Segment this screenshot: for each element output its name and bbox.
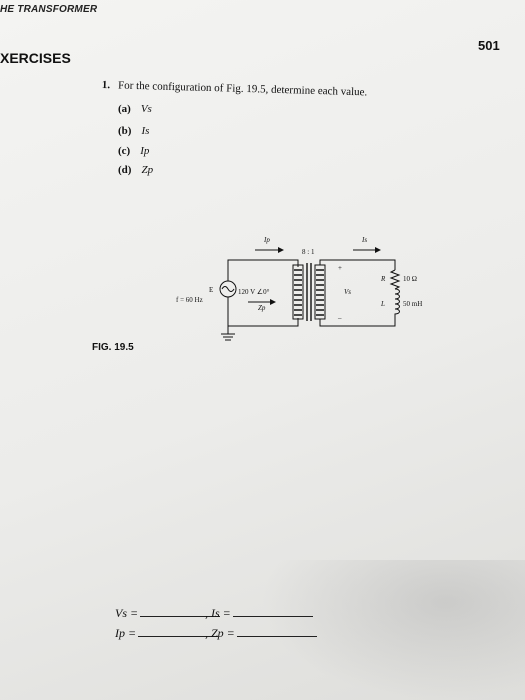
primary-winding-turns (294, 269, 302, 316)
primary-bottom-wire (227, 297, 299, 327)
answer-zp-blank[interactable] (236, 626, 317, 637)
exercise-prompt: 1. For the configuration of Fig. 19.5, de… (102, 79, 368, 98)
section-title: XERCISES (0, 50, 71, 66)
primary-impedance-label: Zp (258, 304, 266, 312)
resistor-label: R (380, 275, 386, 283)
primary-top-wire (227, 259, 299, 281)
exercise-text: For the configuration of Fig. 19.5, dete… (117, 79, 368, 99)
part-tag: (a) (118, 103, 131, 115)
part-d: (d) Zp (118, 164, 153, 176)
inductor-label: L (380, 300, 385, 308)
arrowhead-icon (270, 299, 276, 305)
sine-icon (221, 286, 235, 292)
part-var: Ip (140, 145, 150, 157)
arrowhead-icon (375, 247, 381, 253)
resistor-symbol (389, 269, 401, 290)
inductor-symbol (394, 288, 400, 316)
answer-is-label: , Is = (205, 606, 231, 620)
answer-is-blank[interactable] (232, 606, 313, 617)
exercise-number: 1. (101, 79, 111, 92)
source-label: E (209, 286, 213, 294)
page-number: 501 (478, 38, 500, 53)
figure-caption: FIG. 19.5 (92, 342, 134, 353)
part-tag: (d) (118, 164, 132, 176)
source-value: 120 V ∠0° (238, 288, 270, 296)
part-a: (a) Vs (118, 103, 152, 115)
secondary-coil (314, 264, 326, 320)
minus-sign: – (337, 314, 342, 322)
inductor-value: 50 mH (403, 300, 422, 308)
page-shadow (260, 560, 525, 700)
part-tag: (c) (118, 145, 131, 157)
secondary-voltage-label: Vs (344, 288, 351, 296)
answer-zp: , Zp = (205, 626, 317, 641)
answer-zp-label: , Zp = (205, 626, 235, 640)
part-var: Vs (140, 103, 152, 115)
secondary-winding-turns (316, 269, 324, 316)
answer-vs: Vs = (115, 606, 221, 621)
plus-sign: + (338, 264, 342, 272)
primary-current-label: Ip (263, 236, 270, 244)
secondary-bottom-wire (319, 316, 396, 327)
answer-vs-label: Vs = (115, 606, 139, 620)
chapter-title: HE TRANSFORMER (0, 4, 98, 15)
part-var: Zp (141, 164, 154, 176)
arrowhead-icon (278, 247, 284, 253)
secondary-current-label: Is (361, 236, 367, 244)
transformer-circuit-diagram: E f = 60 Hz 120 V ∠0° Ip Zp 8 : 1 + – Vs (176, 236, 422, 341)
turns-ratio: 8 : 1 (302, 248, 315, 256)
answer-ip: Ip = (115, 626, 219, 641)
part-tag: (b) (118, 125, 132, 137)
primary-coil (292, 264, 304, 320)
resistor-value: 10 Ω (403, 275, 417, 283)
frequency-label: f = 60 Hz (176, 296, 203, 304)
part-b: (b) Is (118, 125, 149, 137)
answer-ip-blank[interactable] (138, 626, 219, 637)
answer-ip-label: Ip = (115, 626, 137, 640)
part-var: Is (141, 125, 150, 137)
answer-vs-blank[interactable] (140, 606, 221, 617)
part-c: (c) Ip (118, 145, 149, 157)
answer-is: , Is = (205, 606, 313, 621)
secondary-top-wire (319, 259, 396, 270)
